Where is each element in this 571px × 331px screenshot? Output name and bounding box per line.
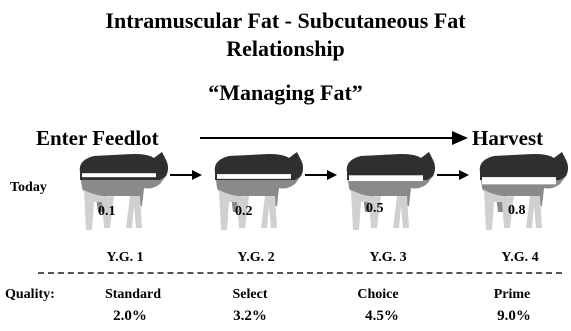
subtitle: “Managing Fat”	[208, 80, 363, 105]
yield-grade-3: Y.G. 3	[369, 250, 407, 265]
title-line-1: Intramuscular Fat - Subcutaneous Fat	[105, 8, 466, 33]
percent-4: 9.0%	[497, 308, 531, 324]
percent-1: 2.0%	[113, 308, 147, 324]
percent-3: 4.5%	[365, 308, 399, 324]
harvest-label: Harvest	[472, 126, 544, 150]
quality-prime: Prime	[493, 287, 531, 302]
cow-yg1	[70, 150, 170, 240]
stage-arrow-1	[170, 170, 202, 180]
cow-yg2	[205, 150, 305, 240]
percent-2: 3.2%	[233, 308, 267, 324]
yield-grade-1: Y.G. 1	[106, 250, 144, 265]
quality-standard: Standard	[104, 287, 162, 302]
enter-feedlot-label: Enter Feedlot	[36, 126, 159, 150]
cow-value-4: 0.8	[508, 203, 526, 218]
today-label: Today	[10, 180, 47, 195]
cow-value-3: 0.5	[366, 201, 384, 216]
quality-select: Select	[232, 287, 268, 302]
cow-yg3	[337, 150, 437, 240]
quality-label: Quality:	[5, 287, 55, 302]
title-line-2: Relationship	[226, 36, 345, 61]
stage-arrow-3	[437, 170, 469, 180]
yield-grade-2: Y.G. 2	[237, 250, 275, 265]
quality-choice: Choice	[357, 287, 399, 302]
cow-value-1: 0.1	[98, 204, 116, 219]
yield-grade-4: Y.G. 4	[501, 250, 539, 265]
stage-arrow-2	[305, 170, 337, 180]
timeline-arrow	[200, 131, 468, 145]
cow-value-2: 0.2	[235, 204, 253, 219]
dashed-divider	[38, 272, 562, 274]
cow-yg4	[470, 150, 570, 240]
